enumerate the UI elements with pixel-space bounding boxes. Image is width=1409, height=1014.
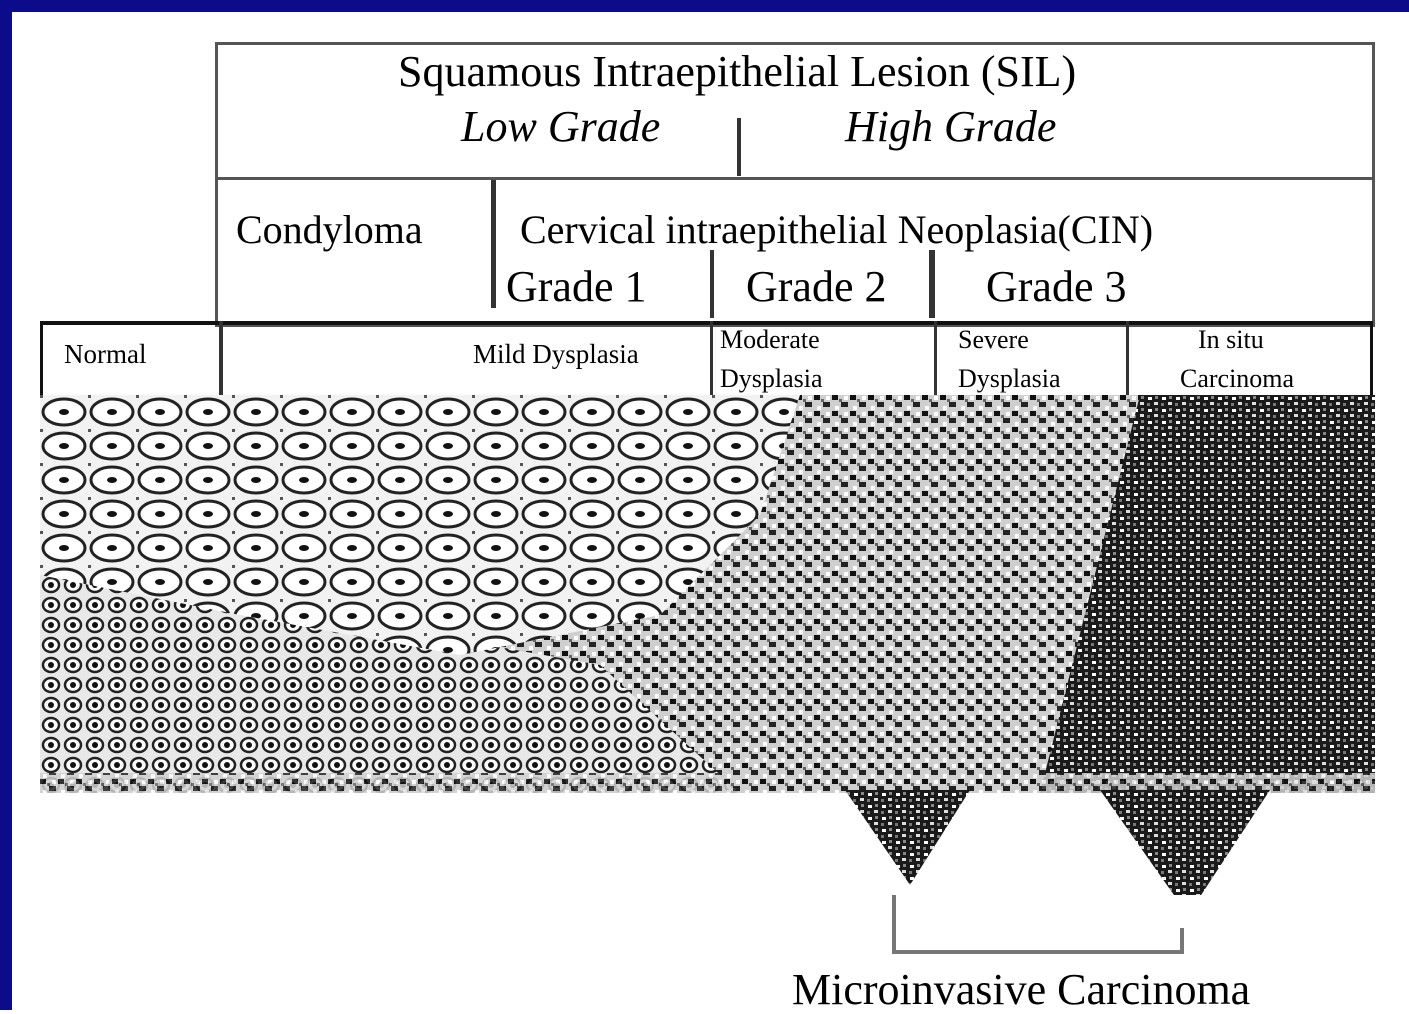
high-grade-label: High Grade (845, 105, 1056, 149)
severe-insitu-divider (1126, 321, 1129, 401)
stage-severe-line2: Dysplasia (958, 364, 1061, 393)
grade-2-3-divider (929, 250, 935, 318)
low-grade-label: Low Grade (461, 105, 660, 149)
stage-mild-dysplasia: Mild Dysplasia (473, 341, 639, 368)
stage-moderate-line1: Moderate (720, 325, 820, 354)
stage-insitu-line2: Carcinoma (1180, 364, 1294, 393)
cin-grade-2: Grade 2 (746, 265, 887, 309)
cin-grade-1: Grade 1 (506, 265, 647, 309)
bracket-right (1180, 928, 1184, 954)
microinvasion-cone-right (1100, 790, 1270, 895)
normal-mild-divider (219, 321, 223, 401)
condyloma-label: Condyloma (236, 210, 423, 250)
moderate-severe-divider (934, 321, 937, 401)
bracket-left (892, 895, 896, 953)
stage-moderate-line2: Dysplasia (720, 364, 823, 393)
sil-grade-divider (737, 118, 741, 176)
epithelium-illustration (40, 395, 1380, 895)
condyloma-divider (491, 180, 496, 308)
mild-moderate-divider (710, 321, 713, 401)
microinvasive-label: Microinvasive Carcinoma (792, 968, 1250, 1012)
bracket-bottom (892, 950, 1184, 954)
stage-insitu-line1: In situ (1198, 325, 1264, 354)
cin-grade-3: Grade 3 (986, 265, 1127, 309)
grade-1-2-divider (710, 250, 714, 318)
stage-row (40, 321, 1373, 401)
cin-title: Cervical intraepithelial Neoplasia(CIN) (520, 210, 1153, 250)
stage-severe-line1: Severe (958, 325, 1029, 354)
stage-normal: Normal (64, 341, 146, 368)
microinvasion-cone-left (845, 790, 970, 885)
frame-left-border (0, 0, 12, 1010)
frame-top-border (0, 0, 1409, 12)
sil-title: Squamous Intraepithelial Lesion (SIL) (398, 50, 1076, 94)
